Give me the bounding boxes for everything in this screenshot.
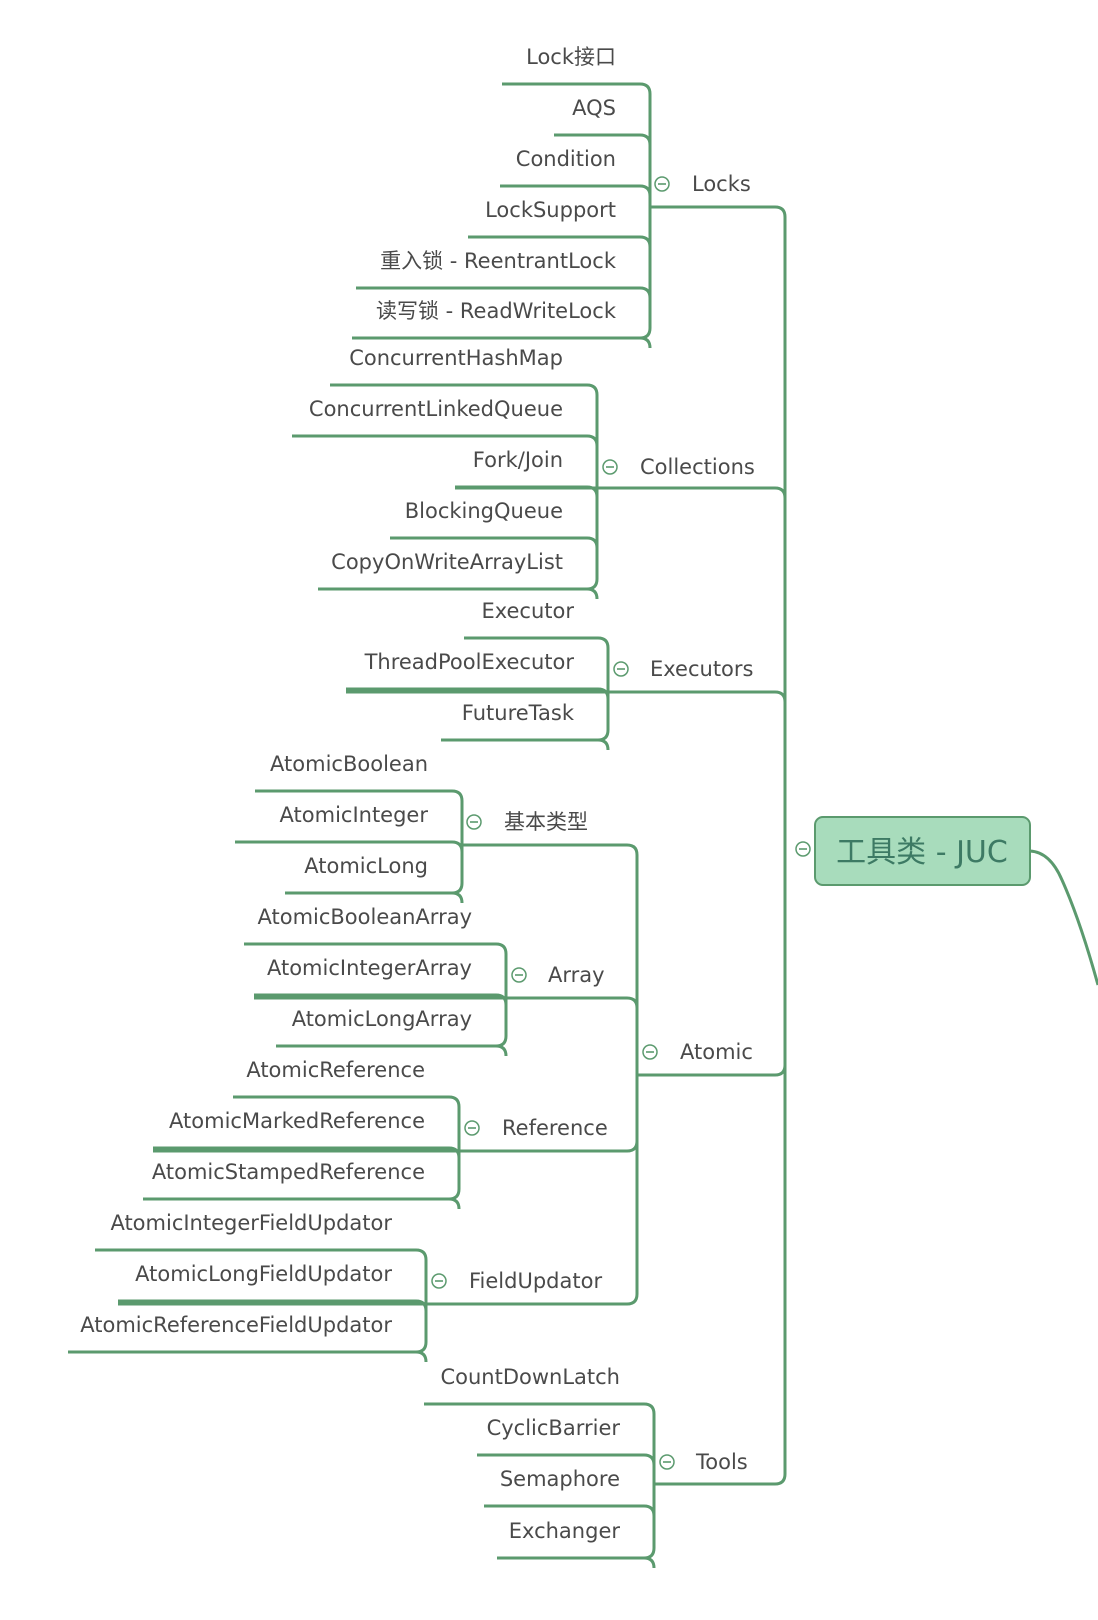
category-atomic: Atomic xyxy=(680,1040,753,1064)
atomic-array-item-atomicbooleanarray: AtomicBooleanArray xyxy=(257,905,472,929)
locks-item-connector xyxy=(639,94,652,340)
tools-item-underline-0 xyxy=(424,1402,656,1415)
atomic-array-item-underline-0 xyxy=(244,942,508,955)
tools-item-underline-1 xyxy=(477,1453,656,1466)
collections-branch-line xyxy=(455,486,787,499)
atomic-collapse-toggle[interactable] xyxy=(642,1044,658,1060)
locks-item-readwritelock: 读写锁 - ReadWriteLock xyxy=(376,299,617,323)
locks-item-underline-4 xyxy=(356,286,652,299)
locks-item-underline-0 xyxy=(502,82,652,95)
fieldupdator-collapse-toggle[interactable] xyxy=(431,1273,447,1289)
atomic-reference-item-atomicmarkedreference: AtomicMarkedReference xyxy=(169,1109,425,1133)
basic-branch-line xyxy=(462,843,639,856)
root-label: 工具类 - JUC xyxy=(836,835,1008,870)
atomic-basic-item-underline-0 xyxy=(255,789,464,802)
atomic-reference-item-underline-2 xyxy=(143,1197,461,1210)
locks-item-reentrantlock: 重入锁 - ReentrantLock xyxy=(380,249,617,273)
collections-item-concurrentlinkedqueue: ConcurrentLinkedQueue xyxy=(309,397,563,421)
group-array: Array xyxy=(548,963,605,987)
atomic-fieldupdator-item-underline-0 xyxy=(95,1248,428,1261)
executors-item-threadpoolexecutor: ThreadPoolExecutor xyxy=(364,650,575,674)
atomic-branch-line xyxy=(637,1064,787,1077)
basic-collapse-toggle[interactable] xyxy=(466,814,482,830)
group-basic: 基本类型 xyxy=(504,810,588,834)
tools-item-exchanger: Exchanger xyxy=(509,1519,621,1543)
branch-lines xyxy=(68,82,1098,1569)
locks-collapse-toggle[interactable] xyxy=(654,176,670,192)
group-fieldupdator: FieldUpdator xyxy=(469,1269,602,1293)
tools-item-underline-3 xyxy=(497,1556,656,1569)
reference-collapse-toggle[interactable] xyxy=(464,1120,480,1136)
collections-item-underline-0 xyxy=(330,383,599,396)
category-collections: Collections xyxy=(640,455,755,479)
executors-item-underline-2 xyxy=(441,738,610,751)
collections-collapse-toggle[interactable] xyxy=(602,459,618,475)
atomic-reference-item-underline-0 xyxy=(233,1095,461,1108)
atomic-basic-item-atomiclong: AtomicLong xyxy=(304,854,428,878)
tools-branch-line xyxy=(654,1473,787,1486)
atomic-fieldupdator-item-connector xyxy=(415,1260,428,1354)
category-locks: Locks xyxy=(692,172,751,196)
atomic-fieldupdator-item-atomicintegerfieldupdator: AtomicIntegerFieldUpdator xyxy=(110,1211,392,1235)
atomic-array-item-connector xyxy=(495,954,508,1048)
atomic-basic-item-atomicinteger: AtomicInteger xyxy=(280,803,429,827)
collections-item-underline-4 xyxy=(318,587,599,600)
atomic-basic-item-underline-1 xyxy=(235,840,464,853)
array-collapse-toggle[interactable] xyxy=(511,967,527,983)
atomic-array-item-atomiclongarray: AtomicLongArray xyxy=(292,1007,472,1031)
atomic-array-item-underline-2 xyxy=(276,1044,508,1057)
atomic-array-item-atomicintegerarray: AtomicIntegerArray xyxy=(267,956,472,980)
collections-item-underline-1 xyxy=(292,434,599,447)
fieldupdator-branch-line xyxy=(118,1293,639,1306)
category-tools: Tools xyxy=(695,1450,748,1474)
atomic-basic-item-atomicboolean: AtomicBoolean xyxy=(270,752,428,776)
locks-item-underline-1 xyxy=(554,133,652,146)
tools-item-semaphore: Semaphore xyxy=(500,1467,620,1491)
category-executors: Executors xyxy=(650,657,753,681)
atomic-fieldupdator-item-atomicreferencefieldupdator: AtomicReferenceFieldUpdator xyxy=(80,1313,392,1337)
tools-item-cyclicbarrier: CyclicBarrier xyxy=(487,1416,621,1440)
executors-item-connector xyxy=(597,648,610,742)
tools-collapse-toggle[interactable] xyxy=(659,1454,675,1470)
executors-item-executor: Executor xyxy=(481,599,574,623)
collections-item-concurrenthashmap: ConcurrentHashMap xyxy=(349,346,563,370)
locks-branch-line xyxy=(650,205,787,218)
root-outgoing-branch xyxy=(1029,849,1098,986)
collections-item-blockingqueue: BlockingQueue xyxy=(405,499,563,523)
tools-item-connector xyxy=(643,1414,656,1560)
atomic-fieldupdator-item-underline-2 xyxy=(68,1350,428,1363)
tools-item-underline-2 xyxy=(484,1504,656,1517)
atomic-fieldupdator-item-atomiclongfieldupdator: AtomicLongFieldUpdator xyxy=(135,1262,392,1286)
locks-item-underline-2 xyxy=(500,184,652,197)
collections-item-connector xyxy=(586,395,599,591)
collections-item-underline-3 xyxy=(390,536,599,549)
tools-item-countdownlatch: CountDownLatch xyxy=(440,1365,620,1389)
atomic-reference-item-connector xyxy=(448,1107,461,1201)
locks-item-aqs: AQS xyxy=(572,96,616,120)
group-reference: Reference xyxy=(502,1116,608,1140)
locks-item-lock: Lock接口 xyxy=(526,45,616,69)
locks-item-locksupport: LockSupport xyxy=(485,198,616,222)
executors-item-underline-0 xyxy=(464,636,610,649)
atomic-basic-item-connector xyxy=(451,801,464,895)
atomic-basic-item-underline-2 xyxy=(285,891,464,904)
locks-item-condition: Condition xyxy=(516,147,616,171)
atomic-reference-item-atomicreference: AtomicReference xyxy=(246,1058,425,1082)
atomic-reference-item-atomicstampedreference: AtomicStampedReference xyxy=(152,1160,425,1184)
executors-item-futuretask: FutureTask xyxy=(462,701,575,725)
locks-item-underline-3 xyxy=(468,235,652,248)
collections-item-copyonwritearraylist: CopyOnWriteArrayList xyxy=(331,550,563,574)
executors-collapse-toggle[interactable] xyxy=(613,661,629,677)
reference-branch-line xyxy=(153,1140,639,1153)
root-collapse-toggle[interactable] xyxy=(795,841,811,857)
collections-item-fork-join: Fork/Join xyxy=(473,448,563,472)
